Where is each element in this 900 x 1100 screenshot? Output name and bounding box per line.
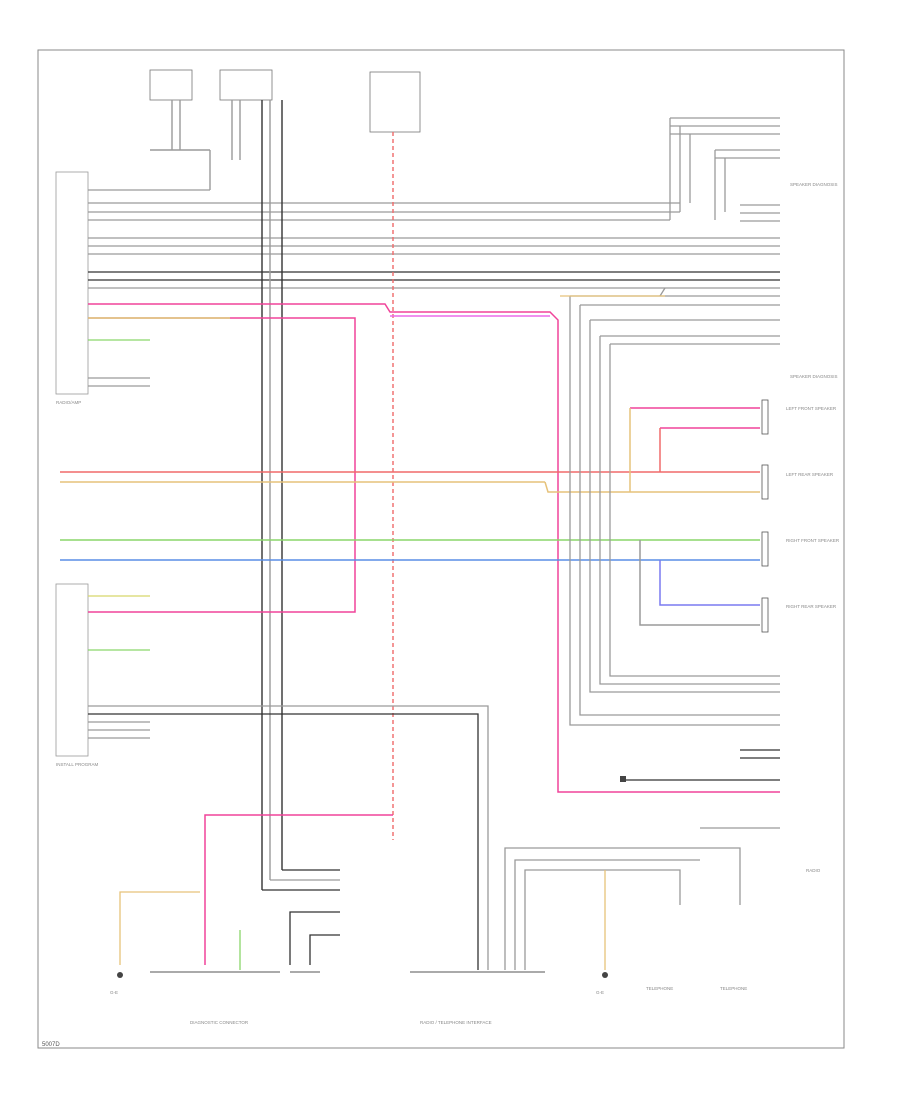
lower-left-harness bbox=[88, 705, 489, 970]
page-code: 5007D bbox=[42, 1042, 60, 1048]
top-connectors bbox=[149, 69, 421, 133]
right-gray-harness bbox=[569, 287, 780, 726]
label-speaker-lf: LEFT FRONT SPEAKER bbox=[786, 406, 837, 411]
diagram-border bbox=[37, 49, 845, 1049]
install-program-module bbox=[55, 583, 89, 757]
speaker-wires bbox=[60, 407, 760, 626]
ground-symbols bbox=[117, 776, 626, 978]
left-short-wires bbox=[88, 317, 230, 651]
label-telephone-right: TELEPHONE bbox=[720, 986, 747, 991]
label-diagnostic-connector: DIAGNOSTIC CONNECTOR bbox=[190, 1020, 249, 1025]
label-ground-left: G-E bbox=[110, 990, 118, 995]
label-radio-amp: RADIO/AMP bbox=[56, 400, 81, 405]
right-bus bbox=[669, 117, 780, 222]
bottom-center-wires bbox=[119, 749, 780, 970]
vertical-trunks bbox=[150, 100, 283, 890]
label-speaker-lr: LEFT REAR SPEAKER bbox=[786, 472, 834, 477]
label-speaker-diagnosis-mid: SPEAKER DIAGNOSIS bbox=[790, 374, 838, 379]
speaker-symbols bbox=[761, 399, 769, 633]
label-radio-telephone: RADIO / TELEPHONE INTERFACE bbox=[420, 1020, 492, 1025]
label-ground-right: G-E bbox=[596, 990, 604, 995]
label-telephone-left: TELEPHONE bbox=[646, 986, 673, 991]
label-speaker-diagnosis-top: SPEAKER DIAGNOSIS bbox=[790, 182, 838, 187]
gray-harness bbox=[88, 189, 780, 387]
label-radio-right: RADIO bbox=[806, 868, 821, 873]
label-speaker-rr: RIGHT REAR SPEAKER bbox=[786, 604, 837, 609]
label-install-program: INSTALL PROGRAM bbox=[56, 762, 99, 767]
pink-wires bbox=[88, 303, 780, 965]
label-speaker-rf: RIGHT FRONT SPEAKER bbox=[786, 538, 840, 543]
radio-amp-module bbox=[55, 171, 89, 395]
